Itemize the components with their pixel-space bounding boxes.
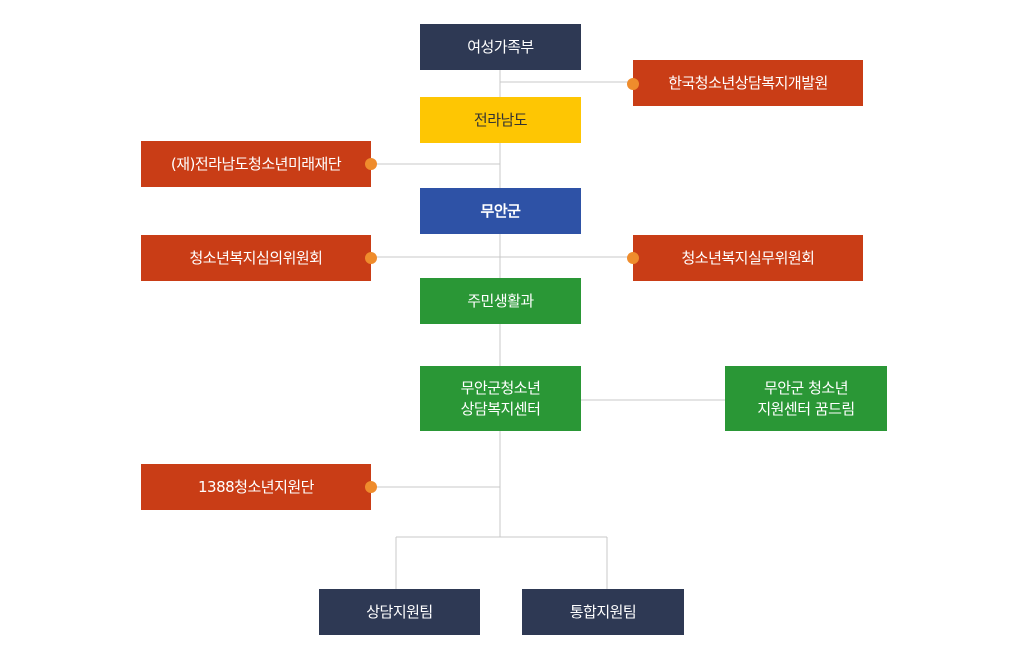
connector-dot [627, 78, 639, 90]
counseling-center-box: 무안군청소년 상담복지센터 [420, 366, 581, 431]
connector-dot [365, 481, 377, 493]
resident-life-dept-box: 주민생활과 [420, 278, 581, 324]
kyci-box: 한국청소년상담복지개발원 [633, 60, 863, 106]
dreamdrim-center-box: 무안군 청소년 지원센터 꿈드림 [725, 366, 887, 431]
connector-dot [365, 158, 377, 170]
connector-dot [627, 252, 639, 264]
welfare-committee-box: 청소년복지심의위원회 [141, 235, 371, 281]
counseling-team-box: 상담지원팀 [319, 589, 480, 635]
province-box: 전라남도 [420, 97, 581, 143]
integration-team-box: 통합지원팀 [522, 589, 684, 635]
welfare-practice-committee-box: 청소년복지실무위원회 [633, 235, 863, 281]
ministry-box: 여성가족부 [420, 24, 581, 70]
connector-dot [365, 252, 377, 264]
county-box: 무안군 [420, 188, 581, 234]
foundation-box: (재)전라남도청소년미래재단 [141, 141, 371, 187]
support-group-1388-box: 1388청소년지원단 [141, 464, 371, 510]
